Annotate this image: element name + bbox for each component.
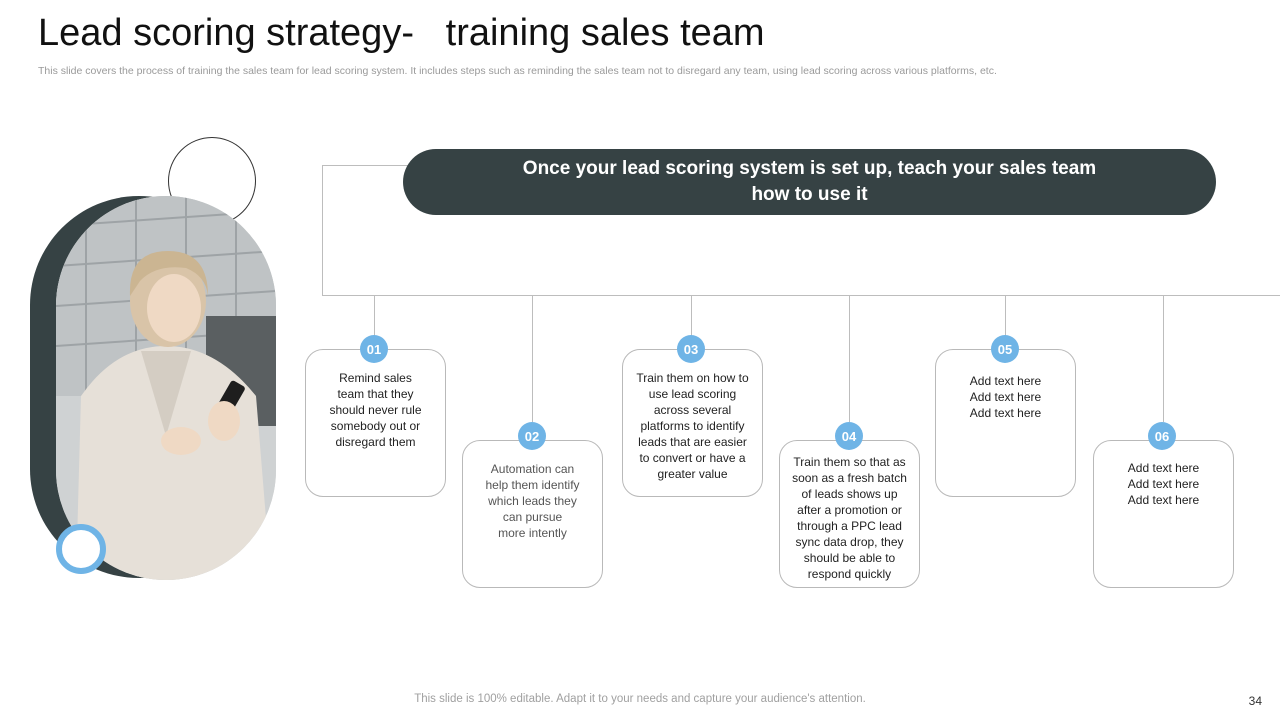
step-text: Remind sales team that they should never… xyxy=(329,371,422,449)
step-text: Add text here Add text here Add text her… xyxy=(969,374,1042,420)
step-badge-03: 03 xyxy=(677,335,705,363)
step-box-02: Automation can help them identify which … xyxy=(462,440,603,588)
drop-line-05 xyxy=(1005,296,1006,336)
page-number: 34 xyxy=(1248,694,1262,708)
drop-line-04 xyxy=(849,296,850,422)
headline-banner: Once your lead scoring system is set up,… xyxy=(403,149,1216,215)
drop-line-02 xyxy=(532,296,533,422)
bracket-vertical-line xyxy=(322,165,323,296)
step-badge-02: 02 xyxy=(518,422,546,450)
slide-subtitle: This slide covers the process of trainin… xyxy=(38,65,997,77)
decorative-blue-ring xyxy=(56,524,106,574)
drop-line-01 xyxy=(374,296,375,336)
step-box-05: Add text here Add text here Add text her… xyxy=(935,349,1076,497)
step-text: Train them on how to use lead scoring ac… xyxy=(636,371,749,481)
slide-title: Lead scoring strategy- training sales te… xyxy=(38,12,765,54)
step-badge-05: 05 xyxy=(991,335,1019,363)
woman-with-phone-photo xyxy=(56,196,276,580)
step-text: Add text here Add text here Add text her… xyxy=(1127,461,1200,507)
step-text: Automation can help them identify which … xyxy=(485,462,580,540)
step-badge-04: 04 xyxy=(835,422,863,450)
drop-line-06 xyxy=(1163,296,1164,422)
step-box-03: Train them on how to use lead scoring ac… xyxy=(622,349,763,497)
step-badge-01: 01 xyxy=(360,335,388,363)
main-horizontal-line xyxy=(322,295,1280,296)
step-text: Train them so that as soon as a fresh ba… xyxy=(792,455,907,581)
headline-banner-text: Once your lead scoring system is set up,… xyxy=(522,158,1097,205)
step-box-01: Remind sales team that they should never… xyxy=(305,349,446,497)
step-box-04: Train them so that as soon as a fresh ba… xyxy=(779,440,920,588)
step-box-06: Add text here Add text here Add text her… xyxy=(1093,440,1234,588)
bracket-top-line xyxy=(322,165,412,166)
slide-footer: This slide is 100% editable. Adapt it to… xyxy=(414,693,866,705)
drop-line-03 xyxy=(691,296,692,336)
step-badge-06: 06 xyxy=(1148,422,1176,450)
